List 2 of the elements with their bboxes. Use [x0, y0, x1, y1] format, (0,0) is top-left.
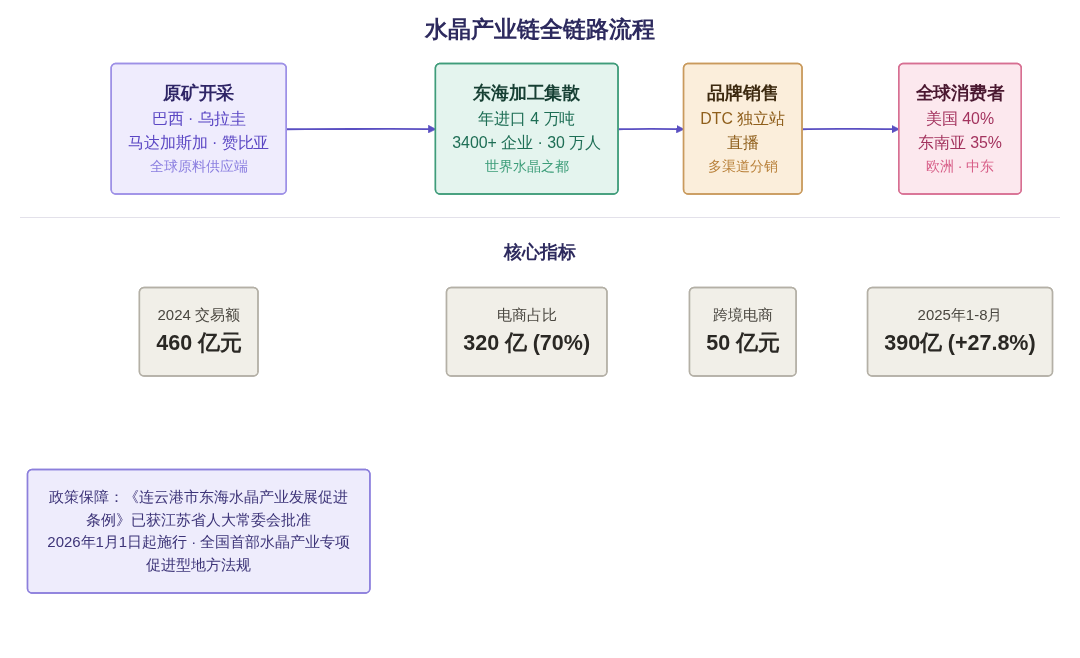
section-heading: 核心指标 — [504, 241, 576, 264]
diagram-title: 水晶产业链全链路流程 — [425, 15, 655, 44]
